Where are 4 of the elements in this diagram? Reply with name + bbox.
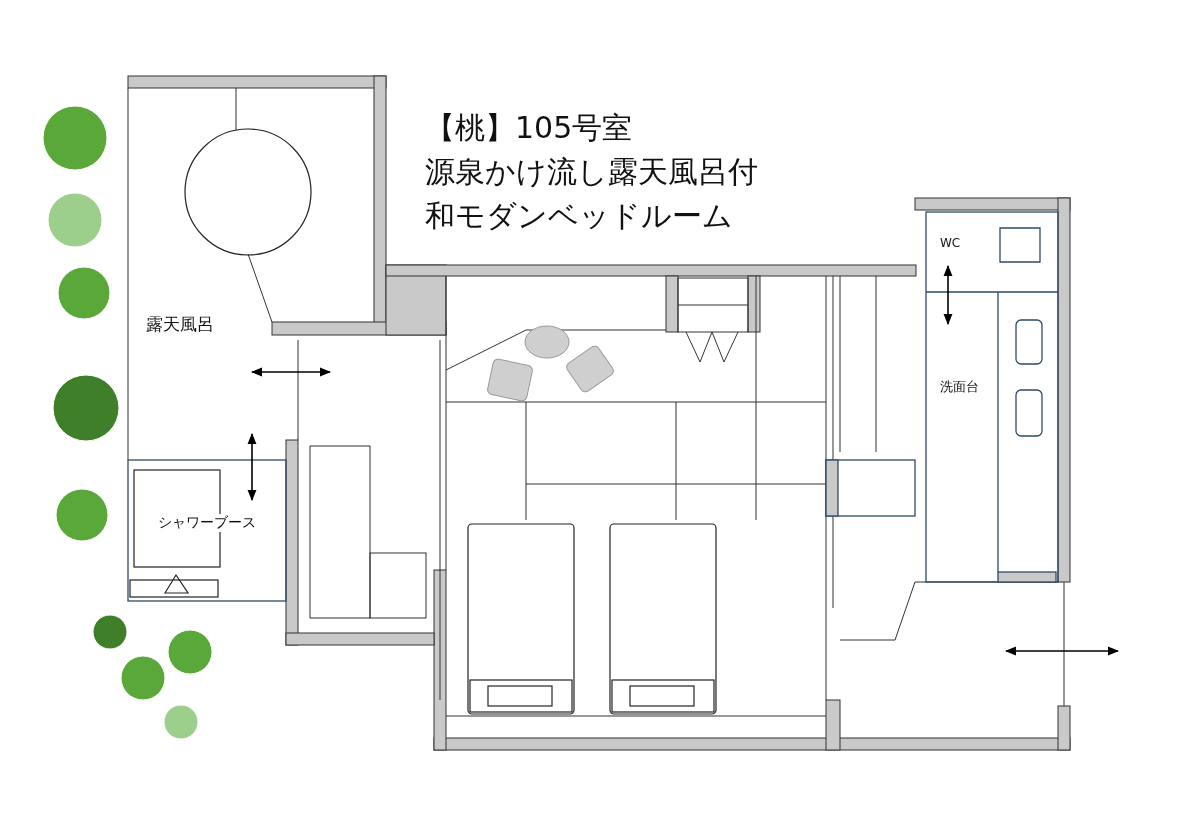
area-label: 洗面台 <box>940 378 979 396</box>
area-label: WC <box>940 236 961 250</box>
area-label: シャワーブース <box>158 514 256 532</box>
area-label: 露天風呂 <box>146 313 214 336</box>
